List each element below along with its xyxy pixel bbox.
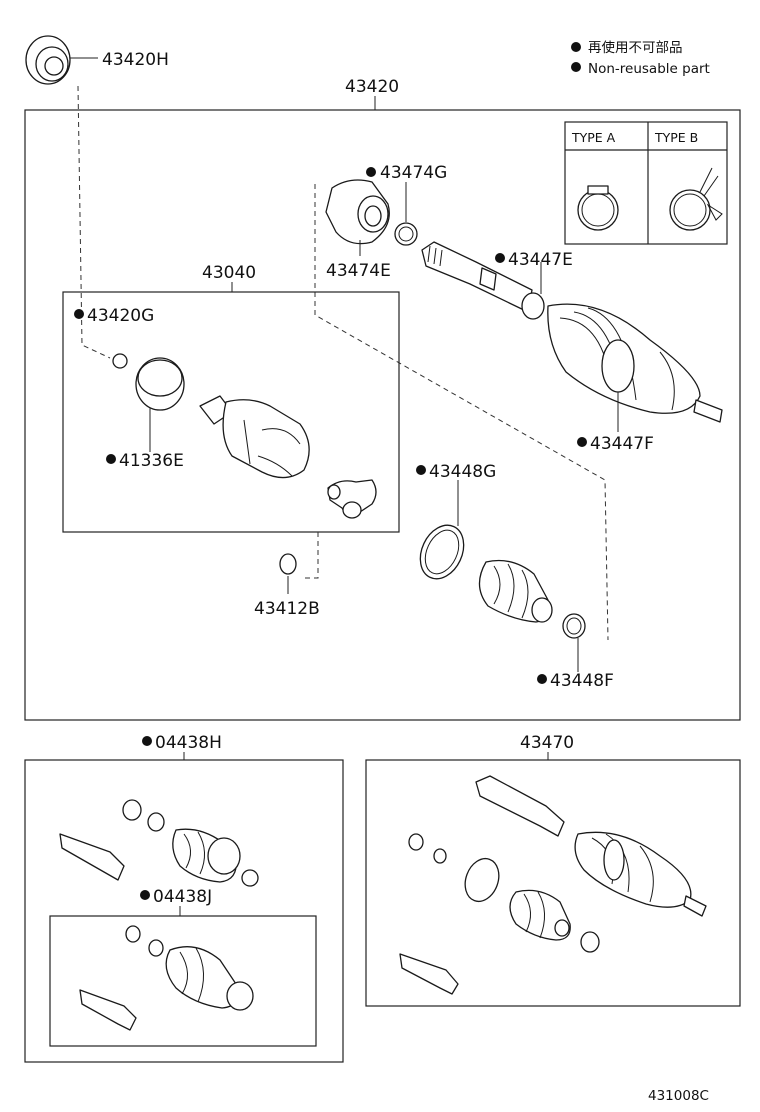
- kit-04438J-box: [49, 915, 317, 1047]
- legend: 再使用不可部品 Non-reusable part: [571, 39, 710, 77]
- label-04438H: 04438H: [155, 733, 222, 753]
- label-43420H: 43420H: [102, 50, 169, 70]
- label-43447E: 43447E: [508, 250, 573, 270]
- shaft-icon: [475, 775, 565, 837]
- kit-04438J-parts[interactable]: [79, 925, 254, 1031]
- label-43474G: 43474G: [380, 163, 447, 183]
- label-04438J: 04438J: [153, 887, 212, 907]
- drive-shaft[interactable]: 43447E 43447F: [421, 241, 723, 454]
- assembly-43470-box: [365, 759, 741, 1007]
- large-clamp-icon: [419, 524, 465, 580]
- legend-dot-icon: [571, 42, 581, 52]
- part-43448F[interactable]: 43448F: [537, 613, 614, 691]
- dash-joint-to-ring: [302, 532, 319, 579]
- outer-boot-icon: [574, 831, 692, 908]
- part-43474G[interactable]: 43474G: [366, 163, 447, 246]
- type-a-header: TYPE A: [571, 130, 616, 145]
- label-41336E: 41336E: [119, 451, 184, 471]
- clamp-type-a-icon: [577, 189, 619, 231]
- diagram-id: 431008C: [648, 1088, 709, 1104]
- legend-dot-icon: [571, 62, 581, 72]
- small-clamp-icon: [562, 613, 586, 639]
- grease-tube-icon: [399, 953, 459, 995]
- dash-housing-to-boot: [314, 184, 609, 641]
- seal-hole-icon: [44, 56, 64, 76]
- tulip-housing-icon: [222, 399, 310, 479]
- part-43420G[interactable]: 43420G: [74, 306, 154, 369]
- assembly-43470-parts[interactable]: [399, 775, 707, 995]
- outer-clamp-icon: [601, 339, 635, 393]
- label-43420G: 43420G: [87, 306, 154, 326]
- label-43448G: 43448G: [429, 462, 496, 482]
- label-43040: 43040: [202, 263, 256, 283]
- part-43474E[interactable]: 43474E: [325, 179, 391, 281]
- snap-ring-icon: [279, 553, 297, 575]
- assembly-43420-box: [24, 109, 741, 721]
- part-43420H[interactable]: 43420H: [25, 35, 169, 85]
- label-43448F: 43448F: [550, 671, 614, 691]
- grease-tube-icon: [59, 833, 125, 881]
- part-43412B[interactable]: 43412B: [254, 553, 320, 619]
- assembly-43040-box: [62, 291, 400, 533]
- snap-ring-icon: [125, 925, 141, 943]
- snap-ring-icon: [112, 353, 128, 369]
- label-43474E: 43474E: [326, 261, 391, 281]
- label-43447F: 43447F: [590, 434, 654, 454]
- label-43412B: 43412B: [254, 599, 320, 619]
- boot-icon: [165, 946, 239, 1009]
- label-43470: 43470: [520, 733, 574, 753]
- kit-04438H-box: [24, 759, 344, 1063]
- clamp-icon: [394, 222, 418, 246]
- legend-japanese: 再使用不可部品: [588, 39, 683, 56]
- snap-ring-icon: [408, 833, 424, 851]
- type-b-header: TYPE B: [654, 130, 698, 145]
- kit-04438H-parts[interactable]: [59, 799, 259, 887]
- inner-boot[interactable]: [478, 559, 553, 623]
- type-table: TYPE A TYPE B: [564, 121, 728, 245]
- part-41336E[interactable]: 41336E: [106, 357, 185, 471]
- clamp-icon: [122, 799, 142, 821]
- inner-joint[interactable]: [199, 395, 377, 519]
- grease-tube-icon: [79, 989, 137, 1031]
- clamp-icon: [464, 857, 500, 903]
- label-43420: 43420: [345, 77, 399, 97]
- part-43448G[interactable]: 43448G: [412, 462, 496, 586]
- legend-english: Non-reusable part: [588, 61, 710, 77]
- dash-seal-to-ring: [77, 85, 111, 359]
- clamp-type-b-icon: [669, 189, 711, 231]
